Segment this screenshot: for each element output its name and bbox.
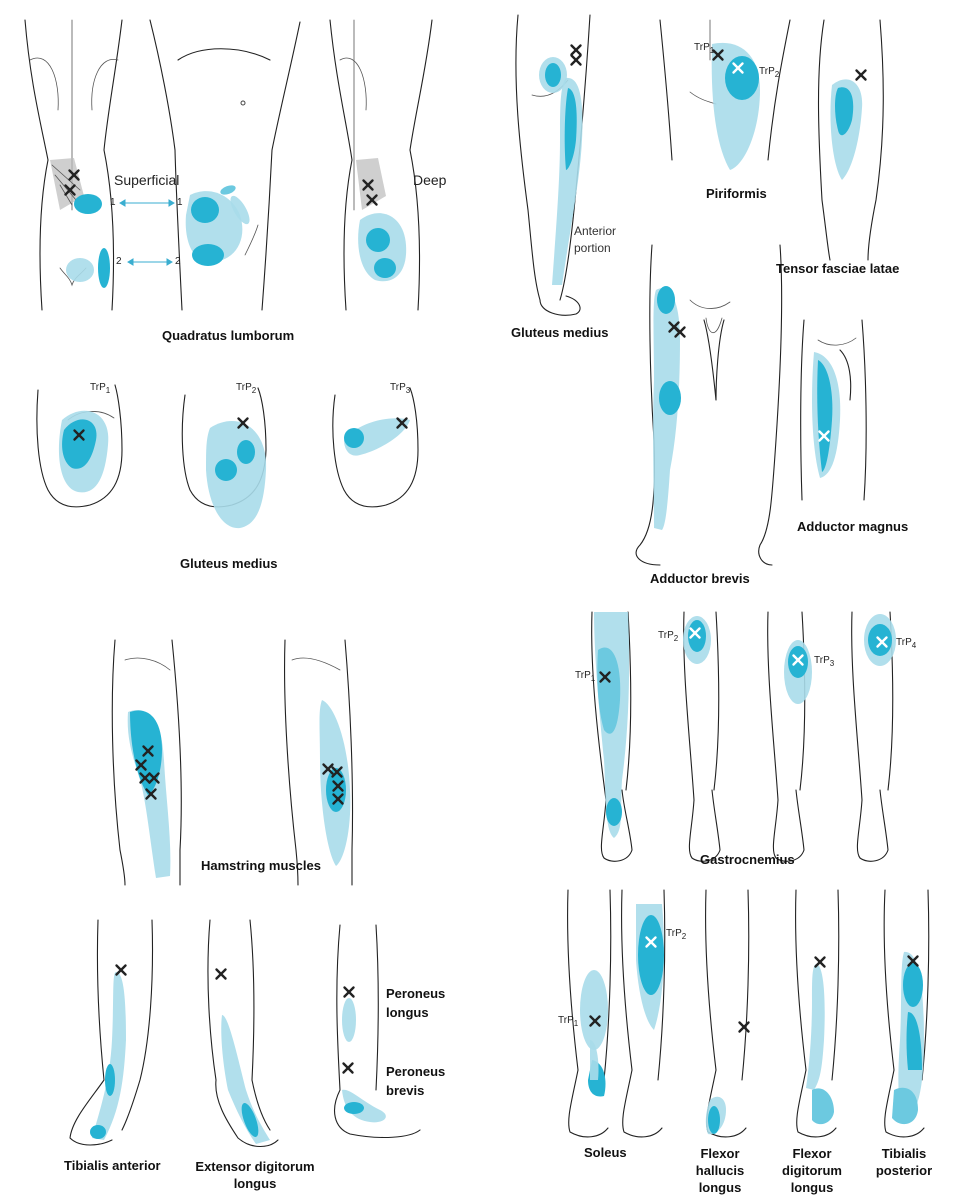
gastrocnemius-trp4-label: TrP4 bbox=[896, 637, 917, 650]
quadratus-lumborum-figure bbox=[24, 19, 433, 311]
gastrocnemius-figures bbox=[591, 611, 896, 862]
deep-label: Deep bbox=[413, 172, 447, 188]
gluteus-medius-leg-figure bbox=[515, 14, 591, 316]
adductor-magnus-figure bbox=[800, 319, 867, 501]
ql-num-2-right: 2 bbox=[175, 256, 181, 267]
soleus-trp1-label: TrP1 bbox=[558, 1015, 579, 1028]
gluteus-trp1-label: TrP1 bbox=[90, 382, 111, 395]
piriformis-trp1-label: TrP1 bbox=[694, 42, 715, 55]
quadratus-lumborum-title: Quadratus lumborum bbox=[162, 328, 295, 343]
gastrocnemius-trp1-label: TrP1 bbox=[575, 670, 596, 683]
adductor-brevis-figure bbox=[635, 244, 783, 566]
superficial-label: Superficial bbox=[114, 172, 180, 188]
anterior-portion-note: Anterior portion bbox=[574, 224, 617, 255]
tensor-fasciae-latae-figure bbox=[817, 19, 884, 261]
extensor-digitorum-longus-title: Extensor digitorum longus bbox=[195, 1159, 315, 1191]
gastrocnemius-title: Gastrocnemius bbox=[700, 852, 795, 867]
gluteus-medius-trp-figures bbox=[36, 384, 419, 529]
hamstring-title: Hamstring muscles bbox=[201, 858, 321, 873]
gastrocnemius-trp2-label: TrP2 bbox=[658, 630, 679, 643]
gluteus-medius-leg-title: Gluteus medius bbox=[511, 325, 609, 340]
lower-left-leg-figures bbox=[69, 919, 421, 1148]
tensor-fasciae-latae-title: Tensor fasciae latae bbox=[776, 261, 900, 276]
gluteus-medius-title: Gluteus medius bbox=[180, 556, 278, 571]
tibialis-anterior-title: Tibialis anterior bbox=[64, 1158, 161, 1173]
tibialis-posterior-title: Tibialis posterior bbox=[875, 1146, 933, 1178]
piriformis-trp2-label: TrP2 bbox=[759, 66, 780, 79]
adductor-magnus-title: Adductor magnus bbox=[797, 519, 909, 534]
lower-right-leg-figures bbox=[567, 889, 930, 1138]
ql-num-2-left: 2 bbox=[116, 256, 122, 267]
peroneus-longus-title: Peroneus longus bbox=[386, 986, 446, 1020]
piriformis-title: Piriformis bbox=[706, 186, 767, 201]
flexor-hallucis-longus-title: Flexor hallucis longus bbox=[695, 1146, 745, 1195]
flexor-digitorum-longus-title: Flexor digitorum longus bbox=[782, 1146, 842, 1195]
gastrocnemius-trp3-label: TrP3 bbox=[814, 655, 835, 668]
ql-num-1-left: 1 bbox=[110, 197, 116, 208]
gluteus-trp3-label: TrP3 bbox=[390, 382, 411, 395]
soleus-trp2-label: TrP2 bbox=[666, 928, 687, 941]
ql-num-1-right: 1 bbox=[177, 197, 183, 208]
hamstring-figures bbox=[111, 639, 354, 886]
peroneus-brevis-title: Peroneus brevis bbox=[386, 1064, 446, 1098]
soleus-title: Soleus bbox=[584, 1145, 627, 1160]
gluteus-trp2-label: TrP2 bbox=[236, 382, 257, 395]
adductor-brevis-title: Adductor brevis bbox=[650, 571, 750, 586]
piriformis-figure bbox=[659, 19, 791, 171]
